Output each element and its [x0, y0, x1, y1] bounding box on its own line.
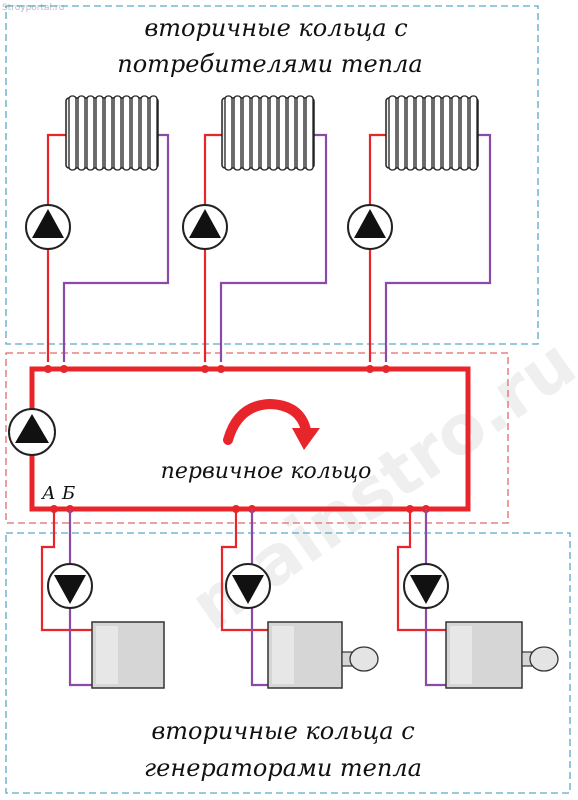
generator-circuit-2	[220, 509, 379, 689]
primary-pump-icon	[8, 408, 56, 456]
generator-circuit-1	[40, 509, 165, 689]
consumer-circuit-1	[25, 95, 170, 373]
pump-icon	[25, 204, 71, 250]
pump-icon	[347, 204, 393, 250]
boiler-icon	[445, 621, 559, 689]
primary-zone-border	[5, 352, 509, 524]
boiler-icon	[91, 621, 165, 689]
generator-circuit-3	[396, 509, 559, 689]
consumer-circuit-2	[182, 95, 328, 373]
corner-text: Stroyportal.ru	[2, 3, 64, 13]
pump-icon	[403, 563, 449, 609]
boiler-icon	[267, 621, 379, 689]
bottom-title-line2: генераторами тепла	[144, 754, 422, 782]
top-zone-border	[5, 5, 539, 345]
bottom-zone-border	[5, 532, 571, 794]
radiator-icon	[221, 95, 315, 171]
pump-icon	[225, 563, 271, 609]
top-title-line1: вторичные кольца с	[144, 14, 407, 42]
radiator-icon	[65, 95, 159, 171]
pump-icon	[182, 204, 228, 250]
bottom-title-line1: вторичные кольца с	[151, 717, 414, 745]
top-title-line2: потребителями тепла	[117, 50, 422, 78]
point-a-label: А	[40, 483, 56, 504]
circulation-arrow-icon	[223, 398, 320, 450]
point-b-label: Б	[61, 483, 75, 504]
primary-ring-label: первичное кольцо	[161, 459, 372, 484]
primary-ring: первичное кольцо А Б	[8, 366, 471, 513]
consumer-circuit-3	[347, 95, 492, 373]
pump-icon	[47, 563, 93, 609]
radiator-icon	[385, 95, 479, 171]
